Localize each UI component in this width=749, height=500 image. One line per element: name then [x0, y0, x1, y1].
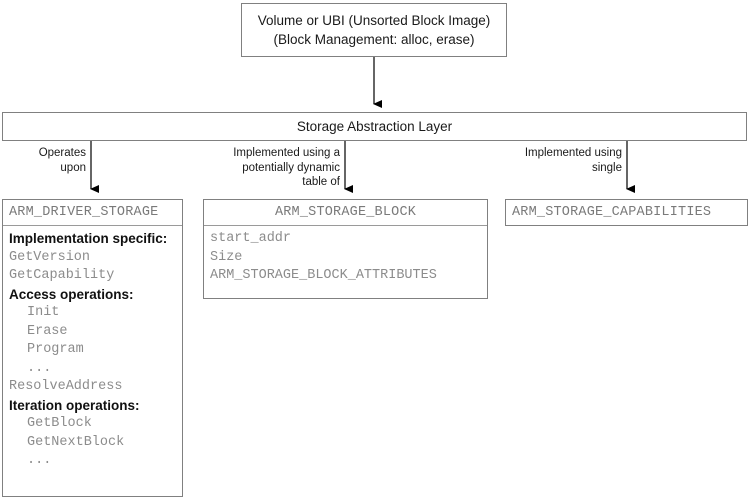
member-row: Program — [27, 342, 84, 357]
volume-ubi-box: Volume or UBI (Unsorted Block Image) (Bl… — [241, 3, 507, 57]
connector-label-line: Operates — [38, 147, 86, 159]
storage-abstraction-layer-box: Storage Abstraction Layer — [2, 112, 747, 141]
arm-storage-block-header: ARM_STORAGE_BLOCK — [204, 200, 487, 226]
connector-label-dynamic-table: Implemented using a potentially dynamic … — [180, 146, 340, 190]
connector-label-line: single — [591, 161, 622, 174]
arm-driver-storage-title: ARM_DRIVER_STORAGE — [9, 205, 159, 220]
member-row: ... — [27, 453, 52, 468]
arm-storage-capabilities-box: ARM_STORAGE_CAPABILITIES — [505, 199, 748, 226]
member-row: GetBlock — [27, 416, 92, 431]
connector-label-single: Implemented using single — [460, 146, 622, 175]
member-row: GetVersion — [9, 249, 91, 265]
member-row: Iteration operations: — [9, 397, 140, 413]
arm-storage-block-title: ARM_STORAGE_BLOCK — [274, 205, 417, 220]
member-row: Init — [27, 305, 60, 320]
member-row: Size — [210, 249, 243, 265]
arm-driver-storage-box: ARM_DRIVER_STORAGE Implementation specif… — [2, 199, 183, 497]
member-row: Implementation specific: — [9, 231, 168, 246]
arm-storage-block-box: ARM_STORAGE_BLOCK start_addr Size ARM_ST… — [203, 199, 488, 299]
member-row: ResolveAddress — [9, 379, 123, 394]
member-row: ... — [27, 360, 52, 376]
volume-ubi-line-1: Volume or UBI (Unsorted Block Image) — [257, 13, 491, 28]
connector-label-line: potentially dynamic — [242, 161, 340, 174]
connector-label-operates-upon: Operates upon — [0, 146, 86, 175]
connector-label-line: Implemented using — [524, 147, 622, 159]
arm-storage-capabilities-title: ARM_STORAGE_CAPABILITIES — [512, 205, 712, 220]
arm-storage-block-members: start_addr Size ARM_STORAGE_BLOCK_ATTRIB… — [204, 226, 487, 286]
member-row: Erase — [27, 323, 68, 339]
volume-ubi-line-2: (Block Management: alloc, erase) — [273, 32, 475, 47]
member-row: ARM_STORAGE_BLOCK_ATTRIBUTES — [210, 268, 437, 283]
storage-abstraction-layer-label: Storage Abstraction Layer — [296, 119, 453, 134]
member-row: GetNextBlock — [27, 434, 125, 450]
member-row: Access operations: — [9, 286, 134, 302]
connector-label-line: Implemented using a — [233, 147, 340, 159]
member-row: start_addr — [210, 231, 292, 246]
arm-driver-storage-members: Implementation specific: GetVersion GetC… — [3, 226, 182, 471]
member-row: GetCapability — [9, 268, 115, 283]
arm-driver-storage-header: ARM_DRIVER_STORAGE — [3, 200, 182, 226]
connector-label-line: upon — [60, 161, 86, 174]
connector-label-line: table of — [302, 176, 340, 188]
